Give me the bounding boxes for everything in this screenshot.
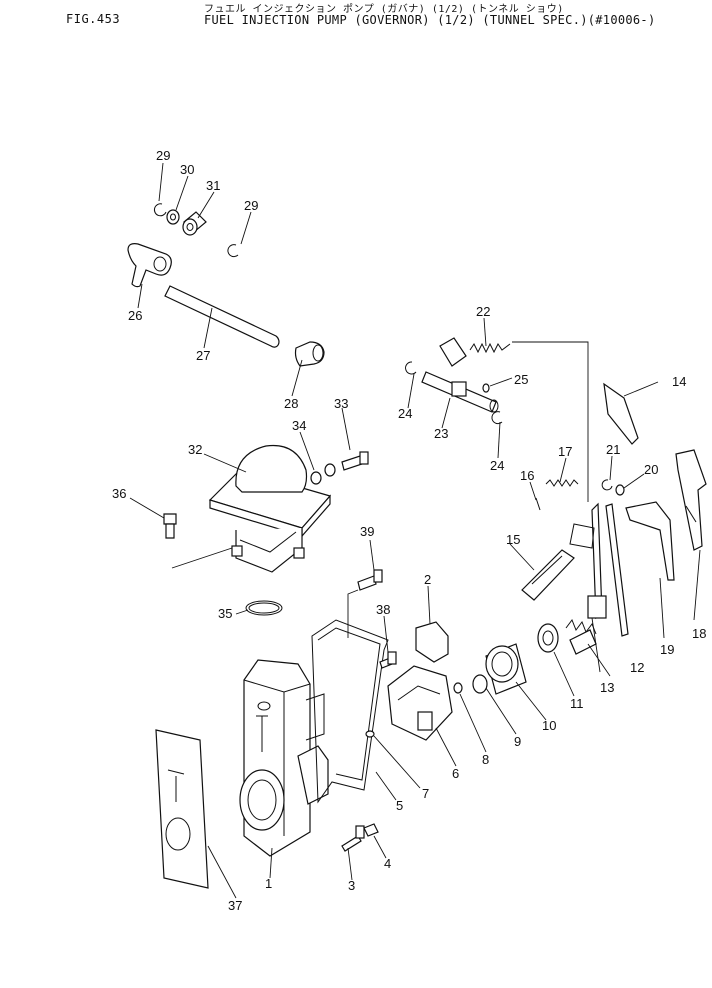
callout-30: 30 xyxy=(180,162,194,177)
cover-32 xyxy=(208,444,332,573)
callout-6: 6 xyxy=(452,766,459,781)
lever-19 xyxy=(625,501,675,581)
callout-18: 18 xyxy=(692,626,706,641)
callout-labels: 1 2 3 4 5 6 7 8 9 10 11 12 13 14 15 16 1… xyxy=(112,148,706,913)
sleeve-10 xyxy=(485,643,527,695)
gasket-5 xyxy=(311,619,389,804)
snap-ring-24-right xyxy=(491,411,503,425)
callout-32: 32 xyxy=(188,442,202,457)
pin-25 xyxy=(482,383,490,393)
callout-11: 11 xyxy=(570,696,584,711)
snap-ring-24-left xyxy=(405,361,417,375)
washer-34 xyxy=(310,471,322,485)
callout-37: 37 xyxy=(228,898,242,913)
callout-25: 25 xyxy=(514,372,528,387)
title-english: FUEL INJECTION PUMP (GOVERNOR) (1/2) (TU… xyxy=(204,13,656,27)
callout-33: 33 xyxy=(334,396,348,411)
callout-20: 20 xyxy=(644,462,658,477)
shaft-27 xyxy=(164,285,280,348)
callout-12: 12 xyxy=(630,660,644,675)
callout-2: 2 xyxy=(424,572,431,587)
callout-24-left: 24 xyxy=(398,406,412,421)
figure-number: FIG.453 xyxy=(66,12,121,26)
callout-14: 14 xyxy=(672,374,686,389)
lever-15 xyxy=(521,549,575,601)
callout-22: 22 xyxy=(476,304,490,319)
pin-7 xyxy=(365,730,375,738)
bolt-36 xyxy=(163,513,177,539)
lever-26 xyxy=(127,243,172,288)
callout-27: 27 xyxy=(196,348,210,363)
flyweight-6 xyxy=(387,665,453,741)
callout-23: 23 xyxy=(434,426,448,441)
callout-3: 3 xyxy=(348,878,355,893)
callout-19: 19 xyxy=(660,642,674,657)
ring-8 xyxy=(453,682,463,694)
callout-29-right: 29 xyxy=(244,198,258,213)
callout-16: 16 xyxy=(520,468,534,483)
callout-21: 21 xyxy=(606,442,620,457)
spring-washer-34b xyxy=(324,463,336,477)
lever-18 xyxy=(675,449,707,551)
callout-8: 8 xyxy=(482,752,489,767)
callout-7: 7 xyxy=(422,786,429,801)
ring-21 xyxy=(601,479,613,491)
callout-34: 34 xyxy=(292,418,306,433)
washer-30 xyxy=(166,209,180,225)
callout-35: 35 xyxy=(218,606,232,621)
bracket-2 xyxy=(415,621,449,663)
leader-lines xyxy=(129,162,701,899)
gasket-37 xyxy=(155,729,209,889)
bolt-3 xyxy=(341,825,365,852)
o-ring-35 xyxy=(245,600,283,616)
spring-17 xyxy=(545,479,579,487)
spring-22 xyxy=(469,342,511,354)
collar-9 xyxy=(472,674,488,694)
callout-31: 31 xyxy=(206,178,220,193)
bearing-31 xyxy=(182,211,207,236)
bolt-39 xyxy=(357,569,383,591)
bolt-33 xyxy=(341,451,369,471)
lever-assembly-12 xyxy=(569,502,629,637)
callout-38: 38 xyxy=(376,602,390,617)
title-japanese: フュエル インジェクション ポンプ (ガバナ) (1/2) (トンネル ショウ) xyxy=(204,4,564,15)
callout-1: 1 xyxy=(265,876,272,891)
callout-28: 28 xyxy=(284,396,298,411)
callout-26: 26 xyxy=(128,308,142,323)
governor-housing-1 xyxy=(239,659,329,857)
callout-9: 9 xyxy=(514,734,521,749)
callout-4: 4 xyxy=(384,856,391,871)
callout-10: 10 xyxy=(542,718,556,733)
link-14 xyxy=(603,382,639,445)
callout-13: 13 xyxy=(600,680,614,695)
pin-16 xyxy=(535,497,541,511)
callout-24-right: 24 xyxy=(490,458,504,473)
bearing-11 xyxy=(537,623,559,653)
washer-20 xyxy=(615,484,625,496)
bolt-38 xyxy=(379,651,397,669)
callout-36: 36 xyxy=(112,486,126,501)
callout-29-left: 29 xyxy=(156,148,170,163)
snap-ring-29-left xyxy=(153,203,167,217)
nut-4 xyxy=(363,823,379,837)
callout-5: 5 xyxy=(396,798,403,813)
callout-17: 17 xyxy=(558,444,572,459)
plug-28 xyxy=(294,341,325,367)
callout-15: 15 xyxy=(506,532,520,547)
shaft-lever-23 xyxy=(421,337,499,413)
callout-39: 39 xyxy=(360,524,374,539)
snap-ring-29-right xyxy=(227,244,239,258)
